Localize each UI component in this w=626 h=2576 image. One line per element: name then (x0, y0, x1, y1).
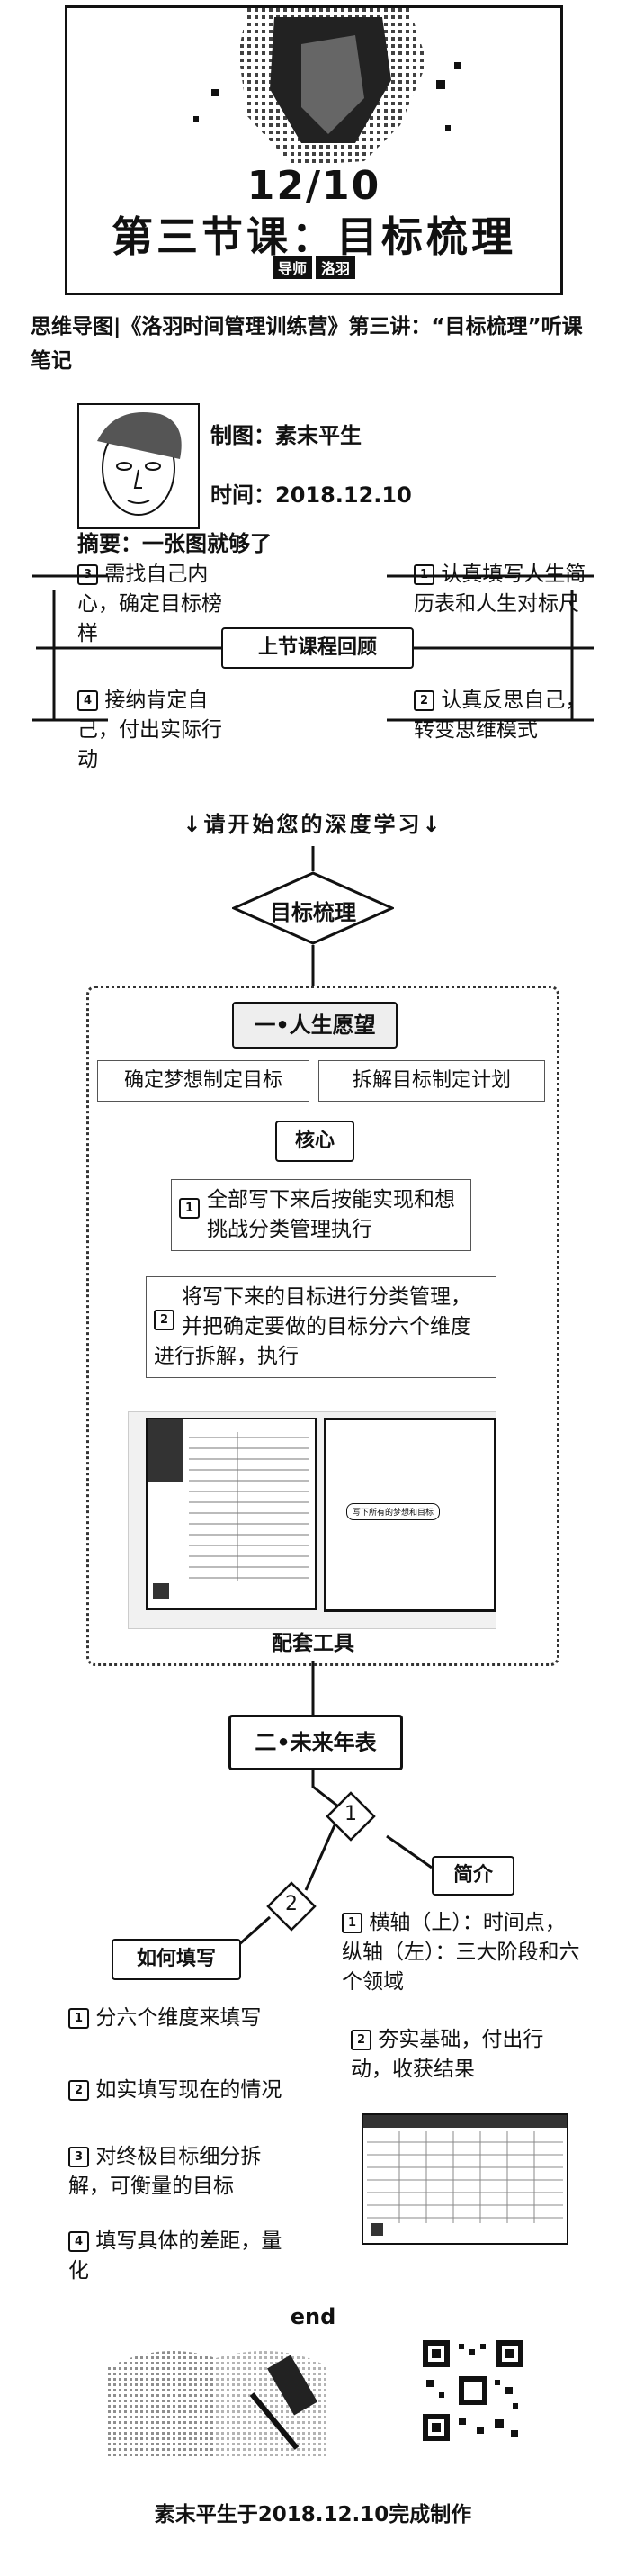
section2-title: 二•未来年表 (228, 1715, 403, 1770)
tools-caption: 配套工具 (272, 1632, 354, 1655)
core-item-1-text: 全部写下来后按能实现和想挑战分类管理执行 (207, 1188, 455, 1241)
review-item-3-text: 需找自己内心，确定目标榜样 (77, 563, 222, 645)
review-item-4-text: 接纳肯定自己，付出实际行动 (77, 689, 222, 771)
number-1-icon: 1 (179, 1198, 200, 1219)
intro-item-1-text: 横轴（上）：时间点，纵轴（左）：三大阶段和六个领域 (342, 1911, 580, 1994)
qr-code (423, 2340, 523, 2441)
dream-goal-box: 确定梦想制定目标 (97, 1060, 309, 1102)
review-center-box: 上节课程回顾 (221, 627, 414, 669)
fill-item-2: 2 如实填写现在的情况 (68, 2076, 302, 2105)
number-1-icon: 1 (342, 1913, 362, 1933)
number-4-icon: 4 (77, 690, 98, 711)
banner-subtitle-left: 导师 (272, 256, 312, 279)
branch-1-diamond (326, 1791, 376, 1842)
review-item-2-text: 认真反思自己，转变思维模式 (414, 689, 586, 742)
banner-subtitle: 导师洛羽 (67, 256, 560, 279)
intro-label: 简介 (432, 1856, 514, 1896)
fill-item-2-text: 如实填写现在的情况 (95, 2078, 282, 2102)
banner: 12/10 第三节课：目标梳理 导师洛羽 (65, 5, 563, 295)
start-learning-line: ↓请开始您的深度学习↓ (183, 812, 443, 837)
review-item-2: 2 认真反思自己，转变思维模式 (414, 686, 594, 745)
footer-credit: 素末平生于2018.12.10完成制作 (154, 2503, 472, 2526)
idea-illustration (108, 2340, 329, 2457)
avatar (77, 403, 200, 529)
fill-item-4-text: 填写具体的差距，量化 (68, 2229, 282, 2283)
review-item-3: 3 需找自己内心，确定目标榜样 (77, 560, 239, 649)
number-1-icon: 1 (68, 2008, 89, 2029)
split-plan-box: 拆解目标制定计划 (318, 1060, 545, 1102)
review-item-1: 1 认真填写人生简历表和人生对标尺 (414, 560, 594, 619)
number-2-icon: 2 (351, 2030, 371, 2050)
banner-title: 第三节课：目标梳理 (112, 212, 516, 261)
core-item-2-text: 将写下来的目标进行分类管理，并把确定要做的目标分六个维度进行拆解，执行 (154, 1285, 471, 1368)
qr-code-icon (423, 2340, 523, 2441)
page-heading: 思维导图|《洛羽时间管理训练营》第三讲：“目标梳理”听课笔记 (31, 315, 583, 373)
number-2-icon: 2 (154, 1310, 174, 1330)
core-label: 核心 (275, 1121, 354, 1162)
banner-artwork (193, 8, 461, 166)
branch-2-diamond (266, 1881, 317, 1932)
core-item-1: 1 全部写下来后按能实现和想挑战分类管理执行 (171, 1179, 471, 1251)
review-item-4: 4 接纳肯定自己，付出实际行动 (77, 686, 239, 775)
end-label: end (290, 2304, 336, 2329)
fill-item-3-text: 对终极目标细分拆解，可衡量的目标 (68, 2145, 262, 2198)
section1-title: 一•人生愿望 (232, 1002, 398, 1049)
tool-sheet-right: 写下所有的梦想和目标 (324, 1418, 496, 1612)
table-sheet-icon (148, 1419, 309, 1599)
intro-item-1: 1 横轴（上）：时间点，纵轴（左）：三大阶段和六个领域 (342, 1908, 585, 1997)
core-item-2: 2 将写下来的目标进行分类管理，并把确定要做的目标分六个维度进行拆解，执行 (146, 1276, 496, 1378)
branch-1-label: 1 (344, 1803, 357, 1825)
branch-2-label: 2 (285, 1893, 298, 1915)
timeline-sheet (362, 2113, 568, 2245)
fill-label: 如何填写 (112, 1939, 241, 1980)
number-1-icon: 1 (414, 564, 434, 585)
banner-date: 12/10 (246, 163, 381, 209)
maker-label: 制图：素末平生 (210, 423, 362, 448)
idea-art-icon (108, 2351, 329, 2457)
topic-diamond (232, 871, 394, 945)
time-label: 时间：2018.12.10 (210, 482, 412, 508)
summary-label: 摘要：一张图就够了 (77, 531, 272, 556)
portrait-icon (97, 412, 182, 516)
intro-item-2-text: 夯实基础，付出行动，收获结果 (351, 2028, 544, 2081)
fill-item-1: 1 分六个维度来填写 (68, 2004, 302, 2033)
tool-note: 写下所有的梦想和目标 (346, 1503, 441, 1520)
banner-subtitle-right: 洛羽 (316, 256, 356, 279)
fill-item-3: 3 对终极目标细分拆解，可衡量的目标 (68, 2142, 293, 2202)
section1-container (86, 986, 559, 1666)
fill-item-4: 4 填写具体的差距，量化 (68, 2227, 302, 2286)
intro-item-2: 2 夯实基础，付出行动，收获结果 (351, 2025, 576, 2085)
fill-item-1-text: 分六个维度来填写 (95, 2006, 262, 2030)
number-2-icon: 2 (68, 2080, 89, 2101)
tool-sheet-left (146, 1418, 317, 1610)
number-3-icon: 3 (77, 564, 98, 585)
number-4-icon: 4 (68, 2231, 89, 2252)
number-2-icon: 2 (414, 690, 434, 711)
review-item-1-text: 认真填写人生简历表和人生对标尺 (414, 563, 586, 616)
timeline-table-icon (363, 2115, 567, 2236)
topic-title: 目标梳理 (270, 900, 356, 925)
number-3-icon: 3 (68, 2147, 89, 2167)
